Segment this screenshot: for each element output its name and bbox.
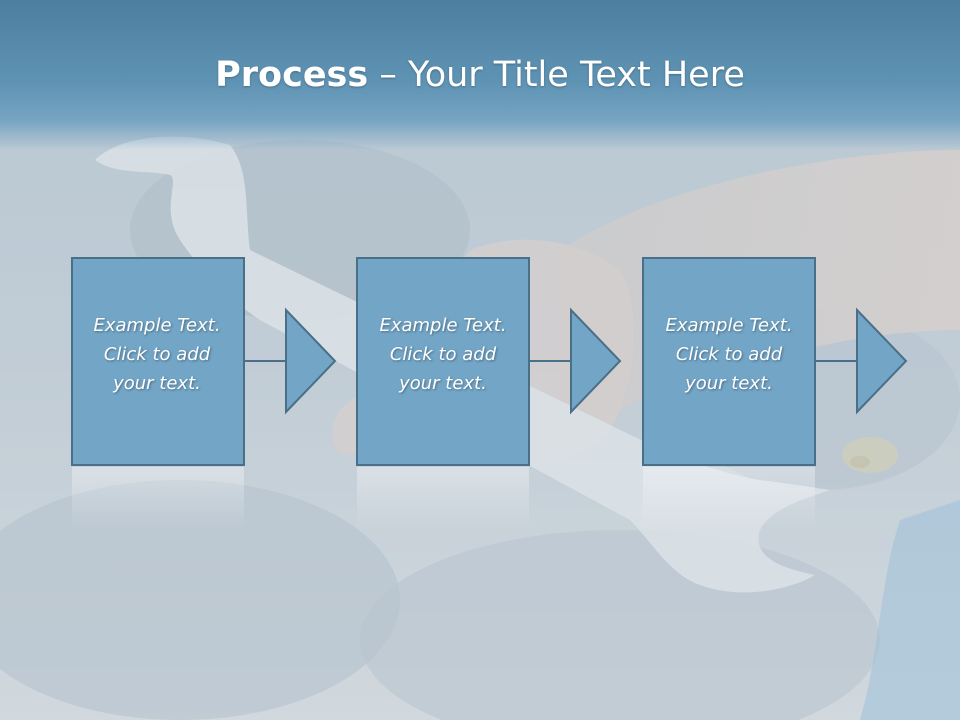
process-step-1-text[interactable]: Example Text. Click to add your text. — [71, 311, 243, 398]
title-bold: Process — [215, 55, 369, 95]
step-3-line-3: your text. — [685, 373, 773, 394]
step-1-line-2: Click to add — [103, 344, 211, 365]
step-2-line-1: Example Text. — [379, 315, 507, 336]
step-1-line-3: your text. — [113, 373, 201, 394]
process-step-2-text[interactable]: Example Text. Click to add your text. — [357, 311, 529, 398]
step-1-line-1: Example Text. — [93, 315, 221, 336]
step-3-line-2: Click to add — [675, 344, 783, 365]
step-2-line-2: Click to add — [389, 344, 497, 365]
slide-title[interactable]: Process – Your Title Text Here — [0, 52, 960, 98]
title-bar — [0, 0, 960, 150]
process-step-3-text[interactable]: Example Text. Click to add your text. — [643, 311, 815, 398]
title-rest: – Your Title Text Here — [368, 55, 745, 95]
process-step-1-shape[interactable] — [71, 257, 337, 530]
process-step-2-shape[interactable] — [356, 257, 622, 530]
step-2-line-3: your text. — [399, 373, 487, 394]
step-3-line-1: Example Text. — [665, 315, 793, 336]
process-step-3-shape[interactable] — [642, 257, 908, 530]
